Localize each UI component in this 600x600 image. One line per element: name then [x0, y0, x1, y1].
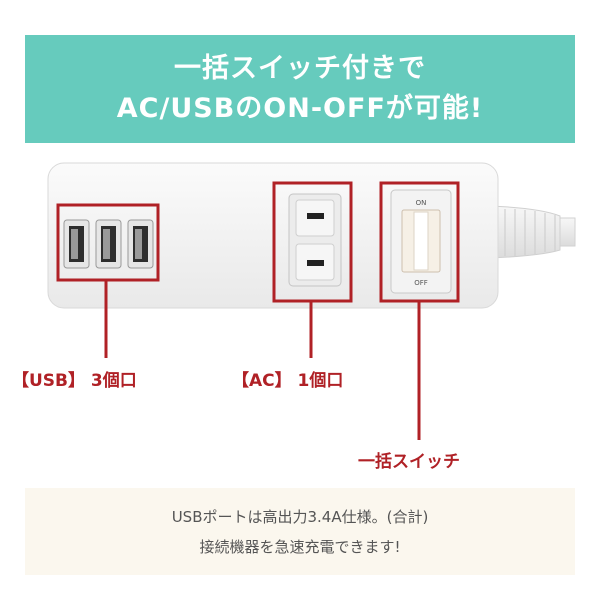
info-line-1: USBポートは高出力3.4A仕様。(合計): [171, 507, 429, 526]
usb-label: 【USB】 3個口: [12, 371, 137, 391]
switch-label: 一括スイッチ: [358, 452, 460, 472]
ac-label: 【AC】 1個口: [232, 371, 344, 391]
headline-line-2: AC/USBのON-OFFが可能!: [116, 93, 484, 124]
rocker-switch: ON OFF: [390, 189, 452, 294]
headline-line-1: 一括スイッチ付きで: [174, 53, 426, 84]
usb-ports: [63, 219, 154, 269]
usb-highlight-box: [56, 203, 160, 282]
ac-outlet: [288, 193, 342, 287]
headline-banner: 一括スイッチ付きで AC/USBのON-OFFが可能!: [25, 35, 575, 143]
switch-off-label: OFF: [414, 279, 428, 287]
info-box: USBポートは高出力3.4A仕様。(合計) 接続機器を急速充電できます!: [25, 488, 575, 575]
switch-on-label: ON: [416, 199, 427, 207]
info-line-2: 接続機器を急速充電できます!: [199, 537, 401, 556]
